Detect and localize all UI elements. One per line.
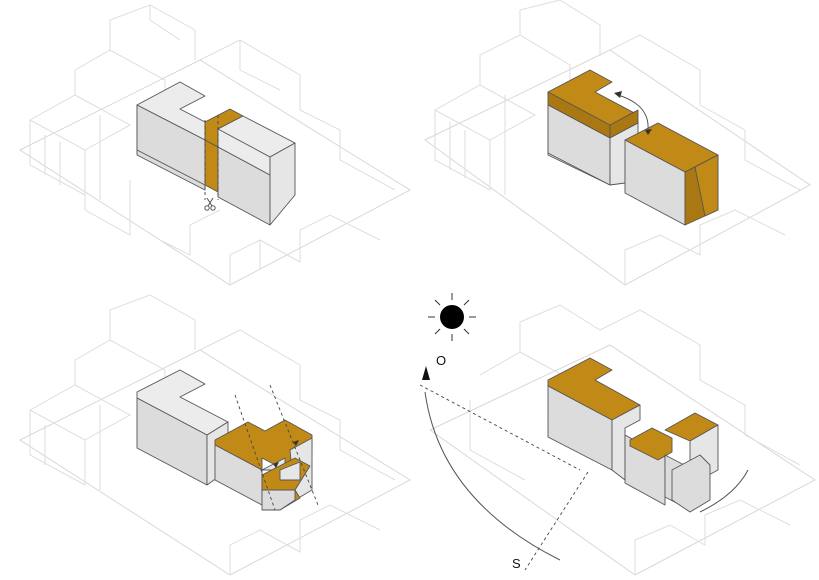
curved-arrow-icon [614, 91, 652, 135]
building-volume-final [547, 357, 749, 513]
context-buildings [18, 4, 412, 286]
sun-path: O S [419, 353, 589, 571]
panel-4-solar: O S [419, 293, 816, 576]
sun-icon [428, 293, 476, 341]
panel-1-cut [18, 4, 412, 286]
building-volume-left [136, 369, 229, 486]
north-arrow-icon [422, 366, 430, 380]
context-buildings [424, 0, 811, 286]
context-buildings [18, 294, 412, 576]
panel-2-separate [424, 0, 811, 286]
scissors-icon [204, 197, 216, 211]
building-volume [136, 81, 296, 226]
panel-3-reshape [18, 294, 412, 576]
sun-path-label-top: O [436, 353, 446, 368]
building-volume-right-reshaped [214, 384, 319, 511]
building-volume-right [624, 122, 719, 226]
building-volume-left [547, 69, 639, 186]
context-buildings [429, 304, 816, 576]
sun-path-label-bottom: S [512, 556, 521, 571]
